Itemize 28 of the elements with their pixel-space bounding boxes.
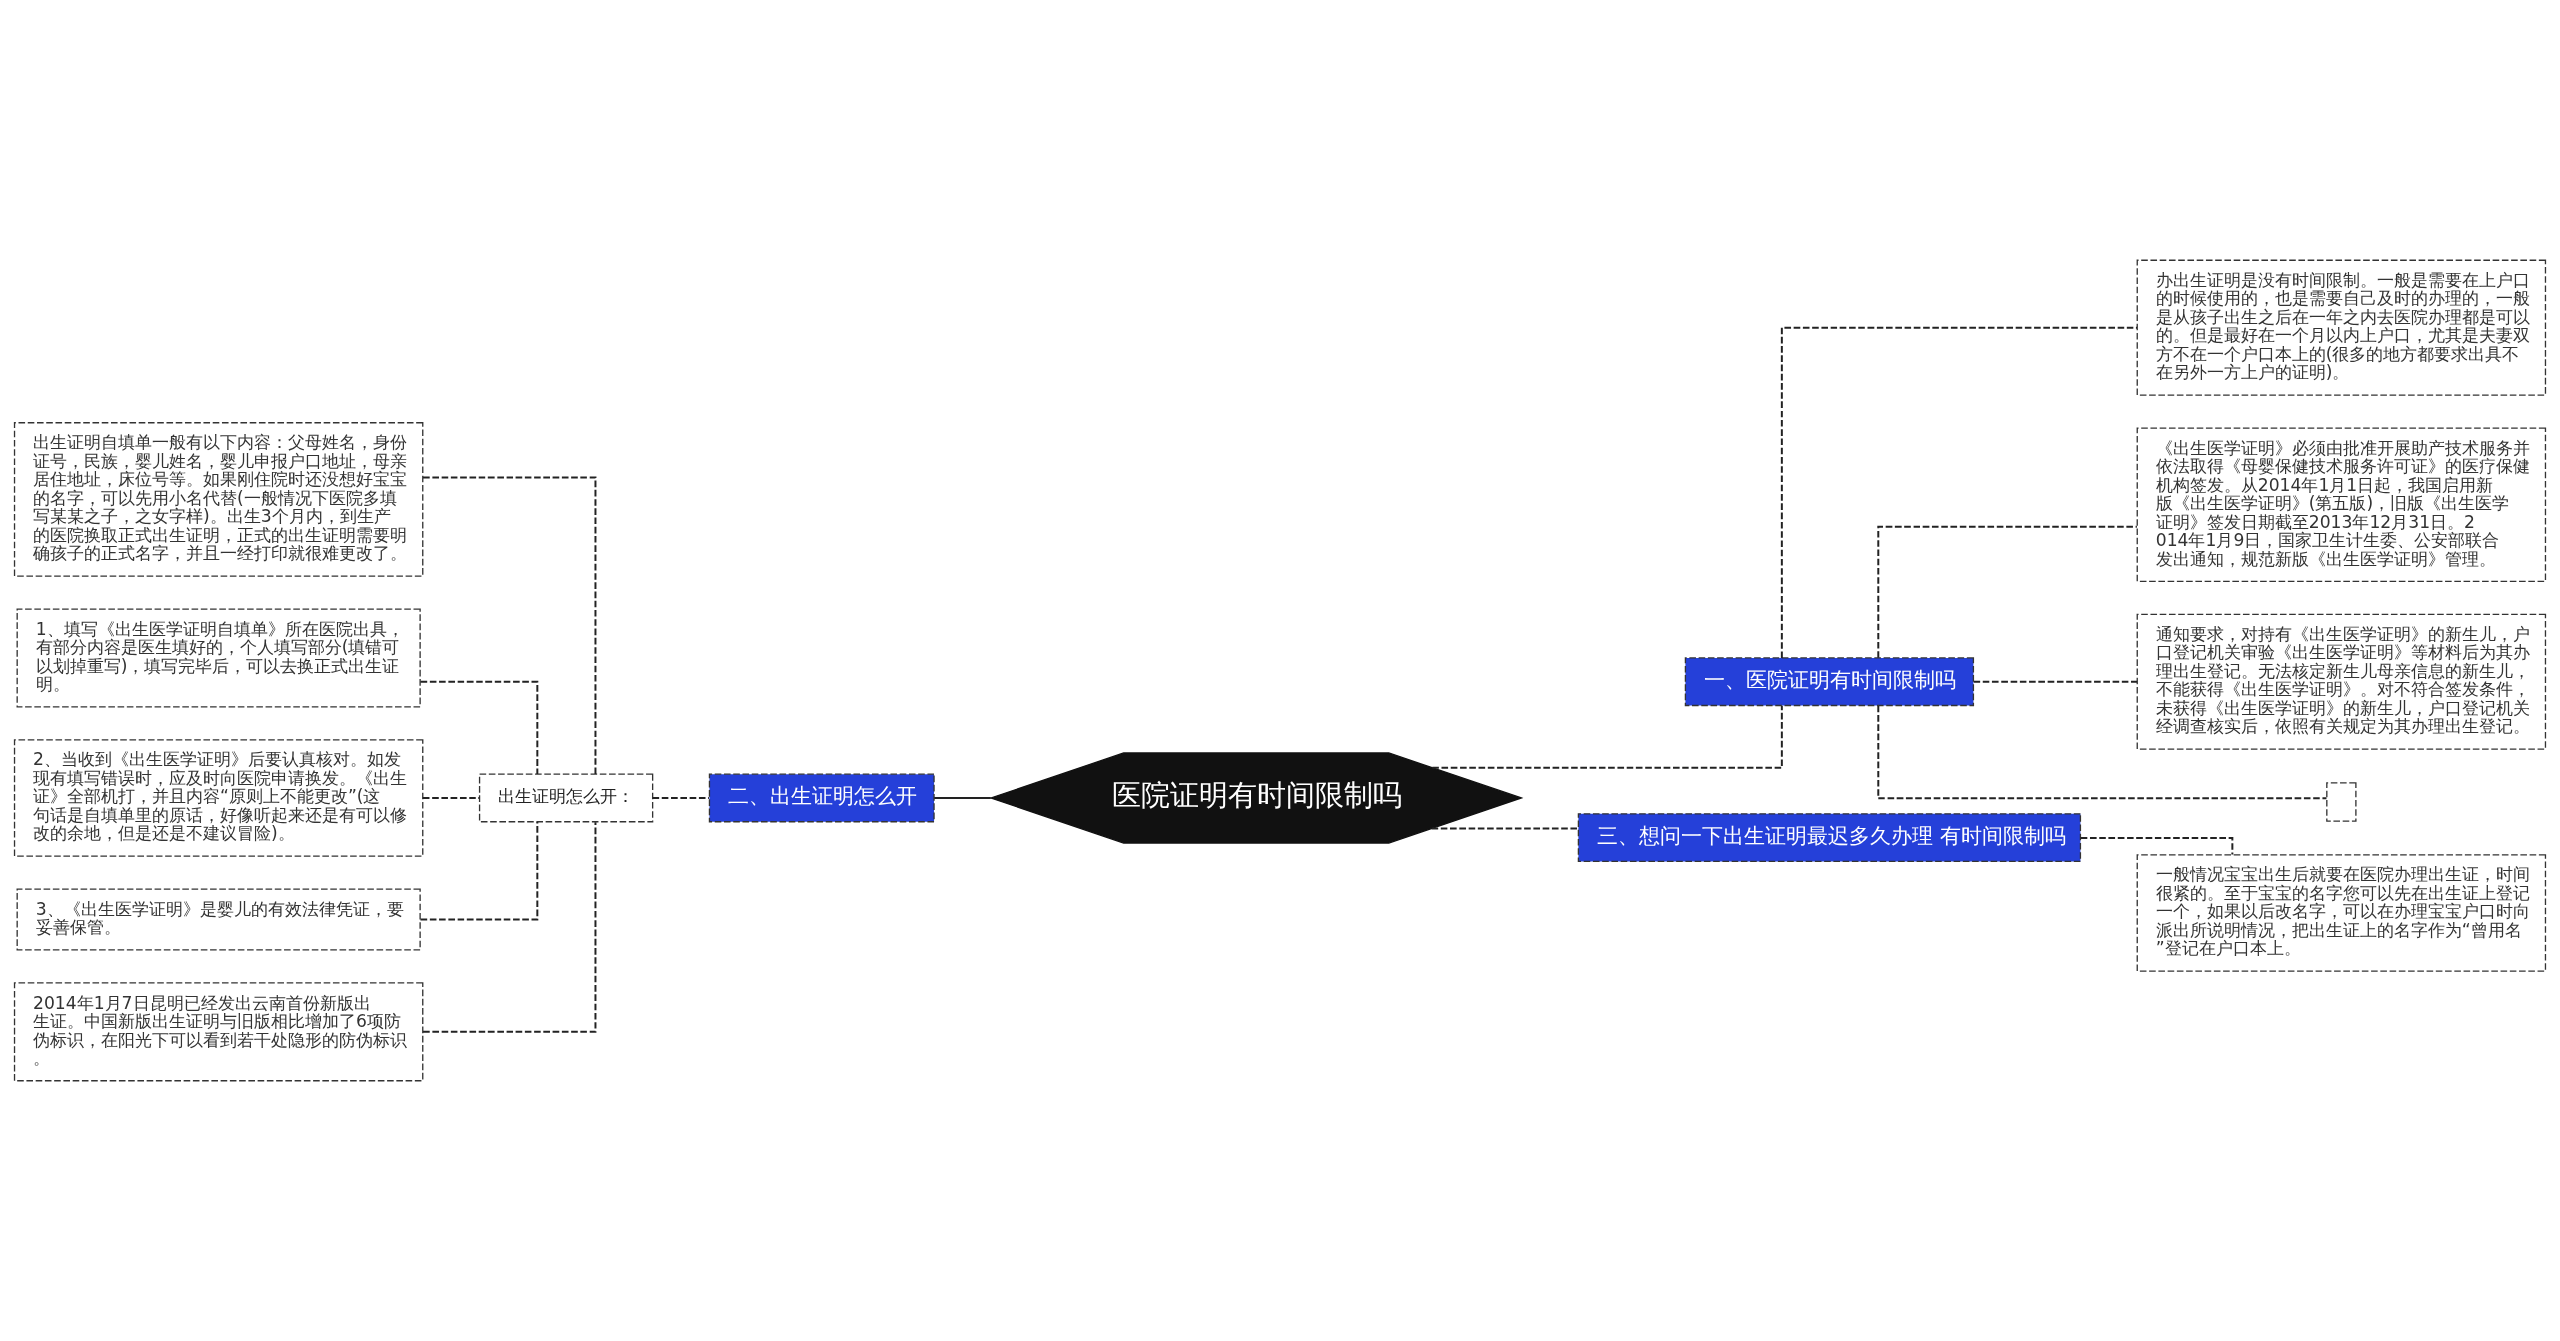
connector: [1430, 827, 1580, 830]
connector: [422, 476, 597, 775]
node-box: [2326, 782, 2357, 822]
node-box: 出生证明怎么开：: [478, 773, 654, 823]
connector: [1877, 704, 2328, 800]
connector: [422, 821, 597, 1033]
connector: [1431, 704, 1783, 769]
connector: [933, 797, 992, 799]
node-box: 2014年1月7日昆明已经发出云南首份新版出生证。中国新版出生证明与旧版相比增加了6项防伪标识，在阳光下可以看到若干处隐形的防伪标识。: [13, 982, 424, 1082]
node-box: 二、出生证明怎么开: [708, 773, 935, 823]
node-box: 三、想问一下出生证明最迟多久办理 有时间限制吗: [1577, 813, 2082, 863]
connector: [2079, 836, 2234, 856]
connector: [419, 821, 539, 921]
connector: [1972, 680, 2139, 683]
node-box: 办出生证明是没有时间限制。一般是需要在上户口的时候使用的，也是需要自己及时的办理的，一般是从孩子出生之后在一年之内去医院办理都是可以的。但是最好在一个月以内上户口，尤其是夫妻双方不在一个户口本上的(很多的地方都要求出具不在另外一方上户的证明)。: [2136, 259, 2547, 396]
connector: [419, 680, 539, 775]
node-box: 《出生医学证明》必须由批准开展助产技术服务并依法取得《母婴保健技术服务许可证》的医疗保健机构签发。从2014年1月1日起，我国启用新版《出生医学证明》(第五版)，旧版《出生医学证明》签发日期截至2013年12月31日。2014年1月9日，国家卫生计生委、公安部联合发出通知，规范新版《出生医学证明》管理。: [2136, 427, 2547, 582]
node-box: 出生证明自填单一般有以下内容：父母姓名，身份证号，民族，婴儿姓名，婴儿申报户口地址，母亲居住地址，床位号等。如果刚住院时还没想好宝宝的名字，可以先用小名代替(一般情况下医院多填写某某之子，之女字样)。出生3个月内，到生产的医院换取正式出生证明，正式的出生证明需要明确孩子的正式名字，并且一经打印就很难更改了。: [13, 422, 424, 577]
node-box: 3、《出生医学证明》是婴儿的有效法律凭证，要妥善保管。: [16, 888, 421, 951]
connector: [651, 797, 710, 799]
node-box: 一般情况宝宝出生后就要在医院办理出生证，时间很紧的。至于宝宝的名字您可以先在出生证上登记一个，如果以后改名字，可以在办理宝宝户口时向派出所说明情况，把出生证上的名字作为“曾用名”登记在户口本上。: [2136, 854, 2547, 972]
node-box: 一、医院证明有时间限制吗: [1684, 657, 1975, 707]
connector: [421, 797, 481, 799]
connector: [1780, 326, 2138, 659]
node-box: 1、填写《出生医学证明自填单》所在医院出具，有部分内容是医生填好的，个人填写部分(填错可以划掉重写)，填写完毕后，可以去换正式出生证明。: [16, 608, 421, 708]
node-box: 通知要求，对持有《出生医学证明》的新生儿，户口登记机关审验《出生医学证明》等材料后为其办理出生登记。无法核定新生儿母亲信息的新生儿，不能获得《出生医学证明》。对不符合签发条件，未获得《出生医学证明》的新生儿，户口登记机关经调查核实后，依照有关规定为其办理出生登记。: [2136, 613, 2547, 750]
node-box: 2、当收到《出生医学证明》后要认真核对。如发现有填写错误时，应及时向医院申请换发。《出生证》全部机打，并且内容“原则上不能更改”(这句话是自填单里的原话，好像听起来还是有可以修改的余地，但是还是不建议冒险)。: [13, 739, 424, 857]
connector: [1877, 525, 2138, 659]
